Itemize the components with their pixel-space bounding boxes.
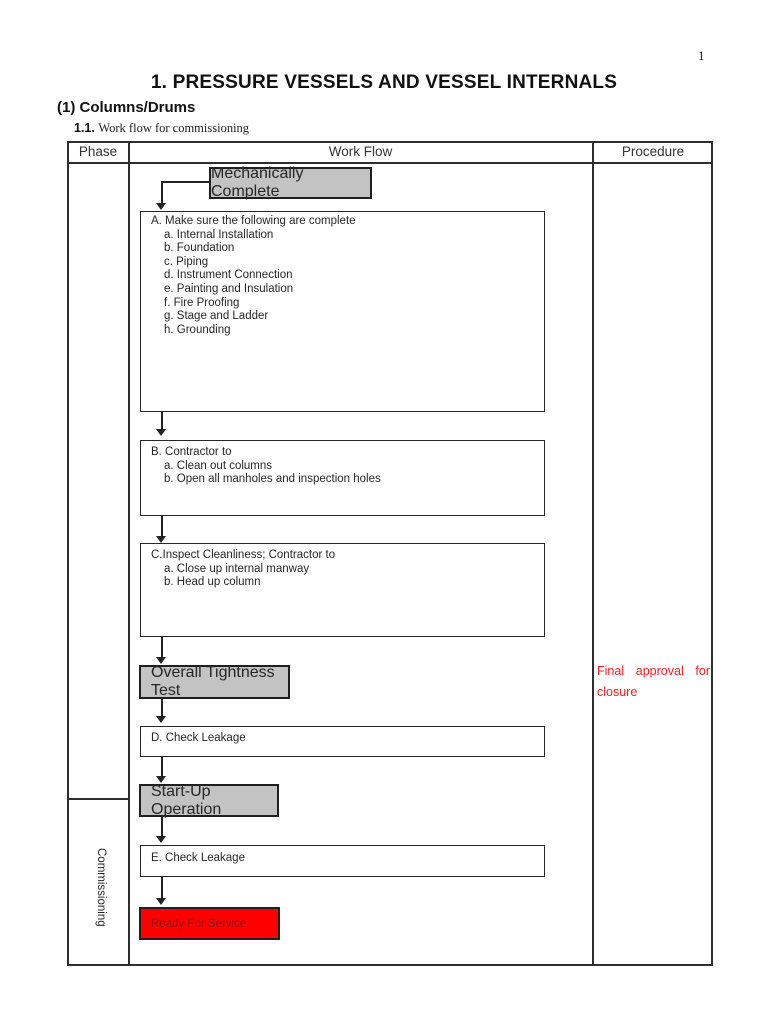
flow-arrowhead (156, 716, 166, 723)
flow-node-e: E. Check Leakage (140, 845, 545, 877)
flow-arrowhead (156, 429, 166, 436)
flow-node-c-item: a. Close up internal manway (164, 562, 310, 575)
flow-node-label: Overall Tightness Test (151, 664, 275, 699)
flow-node-a-item: d. Instrument Connection (164, 269, 293, 282)
phase-label-commissioning: Commissioning (95, 847, 107, 927)
flow-node-label: Ready For Service (151, 917, 247, 930)
flow-node-c: C.Inspect Cleanliness; Contractor to a. … (140, 543, 545, 637)
flow-node-a-item: f. Fire Proofing (164, 296, 240, 309)
flow-arrowhead (156, 657, 166, 664)
flow-node-b-item: a. Clean out columns (164, 459, 273, 472)
flow-node-d: D. Check Leakage (140, 726, 545, 757)
flow-node-a-item: e. Painting and Insulation (164, 282, 294, 295)
document-title: 1. PRESSURE VESSELS AND VESSEL INTERNALS (150, 72, 618, 93)
flow-node-label: Start-Up Operation (151, 782, 222, 818)
phase-cell-divider (67, 798, 130, 800)
subsection-heading: 1.1. Work flow for commissioning (74, 121, 249, 136)
flow-node-tightness-test: Overall Tightness Test (139, 664, 290, 699)
flow-node-a-item: b. Foundation (164, 242, 235, 255)
flow-node-a-item: h. Grounding (164, 323, 231, 336)
flow-node-a: A. Make sure the following are complete … (140, 211, 545, 412)
flow-node-a-item: a. Internal Installation (164, 228, 274, 241)
flow-node-a-title: A. Make sure the following are complete (151, 215, 356, 227)
flow-node-a-item: g. Stage and Ladder (164, 310, 269, 323)
flow-node-ready-for-service: Ready For Service (139, 907, 280, 940)
column-header-procedure: Procedure (621, 144, 685, 159)
flow-node-mechanically-complete: Mechanically Complete (209, 165, 372, 200)
subsection-text: Work flow for commissioning (98, 121, 250, 135)
flow-connector-vertical (161, 636, 163, 657)
flow-connector-vertical (161, 412, 163, 429)
flow-node-b-title: B. Contractor to (151, 446, 232, 458)
flow-node-c-title: C.Inspect Cleanliness; Contractor to (151, 549, 336, 561)
flow-connector-vertical (161, 876, 163, 898)
column-header-workflow: Work Flow (328, 144, 393, 159)
flow-node-b-item: b. Open all manholes and inspection hole… (164, 473, 381, 486)
flow-node-d-label: D. Check Leakage (151, 732, 246, 744)
flow-arrowhead (156, 836, 166, 843)
flow-node-c-item: b. Head up column (164, 576, 261, 589)
flow-node-startup-operation: Start-Up Operation (139, 782, 279, 818)
flow-arrowhead (156, 203, 166, 210)
flow-node-label: Mechanically Complete (211, 165, 304, 200)
flow-connector-vertical (161, 515, 163, 536)
flow-connector-vertical (161, 756, 163, 776)
flow-connector-vertical (161, 816, 163, 836)
flow-node-a-item: c. Piping (164, 255, 209, 268)
flow-arrowhead (156, 898, 166, 905)
column-header-phase: Phase (78, 144, 118, 159)
flow-node-e-label: E. Check Leakage (151, 852, 245, 864)
flow-arrowhead (156, 536, 166, 543)
section-heading: (1) Columns/Drums (57, 99, 196, 116)
flow-connector-vertical (161, 181, 163, 203)
table-header-divider (67, 162, 713, 164)
workflow-table-frame (67, 141, 713, 966)
page-number: 1 (698, 48, 705, 63)
flow-arrowhead (156, 776, 166, 783)
table-column-divider-procedure (592, 141, 594, 966)
flow-connector-vertical (161, 698, 163, 716)
procedure-note: Final approval for closure (597, 664, 710, 699)
flow-node-b: B. Contractor to a. Clean out columns b.… (140, 440, 545, 516)
flow-connector-horizontal (162, 181, 209, 183)
table-column-divider-phase (128, 141, 130, 966)
subsection-number: 1.1. (74, 121, 95, 135)
